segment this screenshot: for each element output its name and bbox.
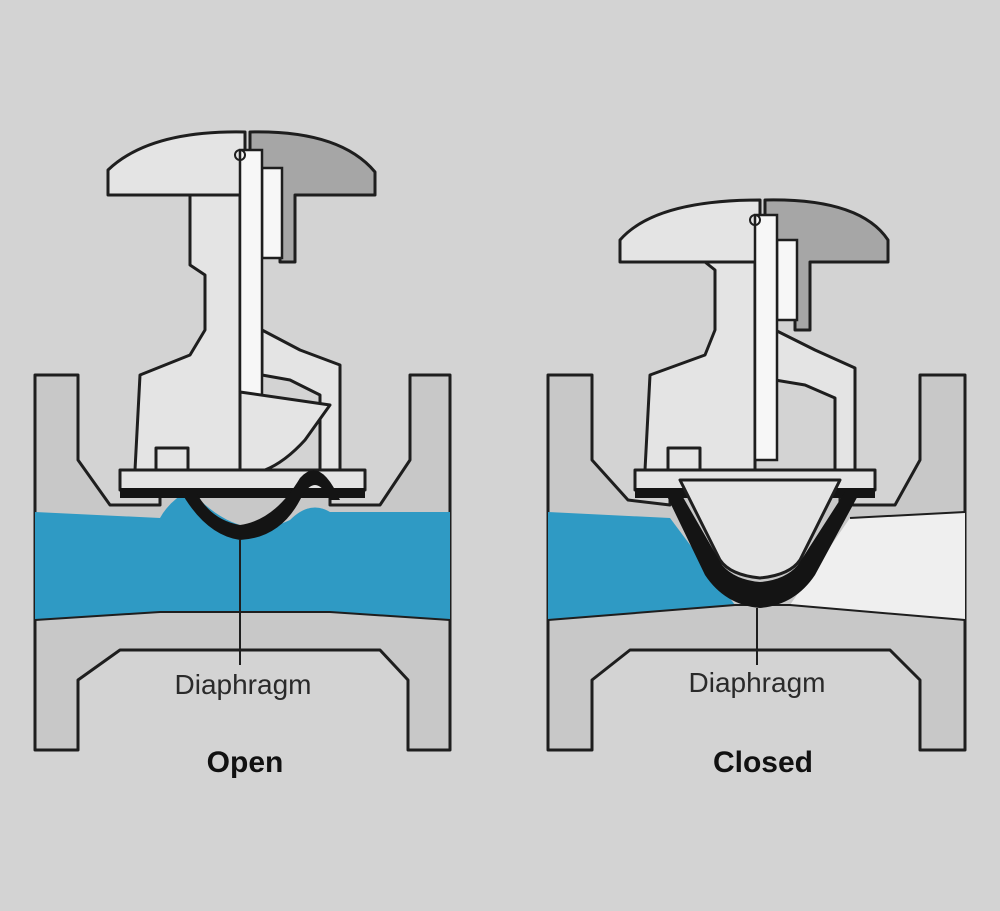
closed-valve: [546, 198, 967, 752]
closed-compressor: [678, 478, 842, 580]
open-compressor: [238, 390, 332, 482]
open-valve-stem: [238, 148, 264, 397]
closed-flow-channel: [548, 512, 735, 620]
closed-valve-stem: [753, 213, 779, 462]
open-diaphragm-label: Diaphragm: [175, 669, 312, 700]
closed-bonnet-right: [773, 328, 857, 472]
closed-stem-window: [775, 238, 799, 322]
closed-bonnet: [643, 260, 757, 472]
open-stem-window: [260, 166, 284, 260]
closed-diaphragm-label: Diaphragm: [689, 667, 826, 698]
closed-caption: Closed: [713, 746, 813, 779]
open-bolt-icon: [154, 446, 190, 472]
open-caption: Open: [207, 746, 284, 779]
closed-diaphragm: [665, 492, 860, 608]
open-flow-channel: [35, 490, 450, 620]
open-valve: [33, 130, 452, 752]
closed-bolt-icon: [666, 446, 702, 472]
closed-handwheel: [618, 198, 762, 264]
open-diaphragm: [180, 470, 340, 540]
open-bonnet: [133, 193, 242, 472]
open-handwheel: [106, 130, 247, 197]
open-gasket: [120, 488, 365, 498]
